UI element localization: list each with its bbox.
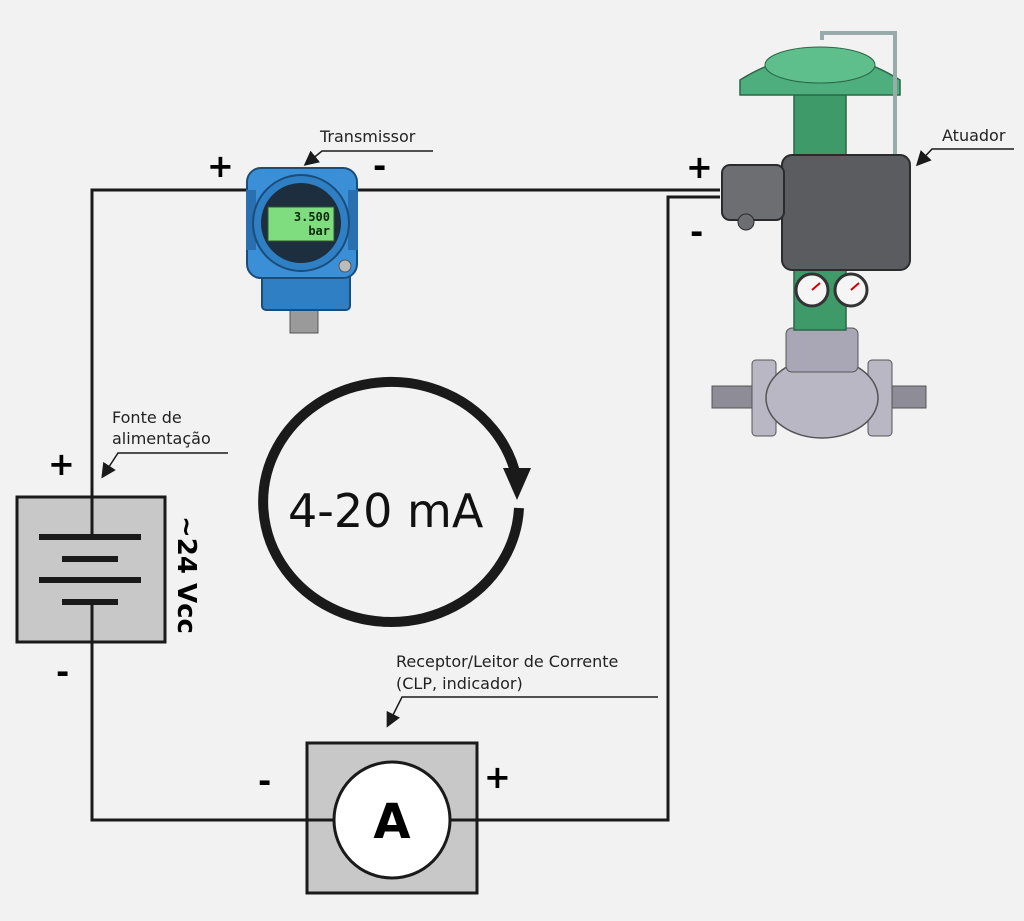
receiver-label-line1: Receptor/Leitor de Corrente xyxy=(396,652,618,671)
pressure-transmitter-icon xyxy=(246,167,358,334)
wire-actuator-to-receiver xyxy=(477,195,720,822)
ammeter-icon xyxy=(305,741,479,895)
actuator-label-pointer xyxy=(915,148,1014,167)
wire-power-to-transmitter xyxy=(90,188,250,497)
power-label-line1: Fonte de xyxy=(112,408,182,427)
actuator-label: Atuador xyxy=(942,126,1006,145)
transmitter-label: Transmissor xyxy=(319,127,416,146)
circular-arrow-icon xyxy=(258,376,531,627)
transmitter-display-value: 3.500 xyxy=(294,210,330,224)
power-plus-sign: + xyxy=(48,445,75,483)
receiver-label-pointer xyxy=(386,696,658,728)
transmitter-plus-sign: + xyxy=(207,147,234,185)
loop-current-label: 4-20 mA xyxy=(288,484,484,538)
transmitter-minus-sign: - xyxy=(373,147,386,185)
power-label-line2: alimentação xyxy=(112,429,211,448)
voltage-label: ~24 Vcc xyxy=(171,516,201,634)
battery-symbol-icon xyxy=(39,534,141,605)
control-valve-actuator-icon xyxy=(711,31,927,439)
power-minus-sign: - xyxy=(56,653,69,691)
ammeter-symbol: A xyxy=(373,794,410,850)
actuator-plus-sign: + xyxy=(686,148,713,186)
actuator-minus-sign: - xyxy=(690,213,703,251)
receiver-label-line2: (CLP, indicador) xyxy=(396,674,523,693)
receiver-plus-sign: + xyxy=(484,758,511,796)
power-label-pointer xyxy=(101,452,228,479)
transmitter-display-unit: bar xyxy=(308,224,330,238)
receiver-minus-sign: - xyxy=(258,762,271,800)
power-supply xyxy=(15,495,167,644)
transmitter-label-pointer xyxy=(303,150,433,166)
wire-power-to-receiver xyxy=(90,642,307,822)
